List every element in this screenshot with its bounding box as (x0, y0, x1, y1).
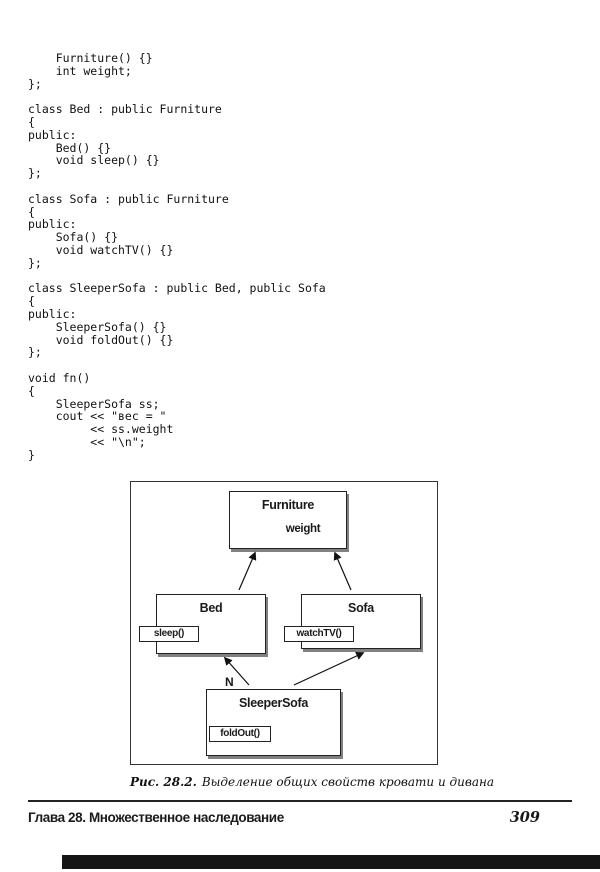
page-footer: Глава 28. Множественное наследование 309 (28, 800, 572, 826)
code-line: << "\n"; (28, 434, 146, 449)
code-line: void watchTV() {} (28, 242, 174, 257)
bed-class-name: Bed (199, 601, 223, 615)
code-line: cout << "вес = " (28, 409, 167, 424)
code-line: }; (28, 76, 42, 91)
code-line: Sofa() {} (28, 230, 119, 245)
arrow-bed-to-furniture (238, 551, 257, 591)
furniture-weight-member: weight (285, 523, 321, 535)
code-line (28, 359, 326, 372)
inheritance-arrows (223, 551, 365, 686)
furniture-class-box: Furniture weight (229, 491, 347, 549)
code-line: { (28, 114, 35, 129)
code-line: Bed() {} (28, 140, 112, 155)
bed-class-box: Bed (156, 594, 266, 654)
code-line: void sleep() {} (28, 153, 160, 168)
figure-caption-text: Выделение общих свойств кровати и дивана (201, 775, 495, 789)
code-line: class Sofa : public Furniture (28, 191, 229, 206)
chapter-title: Глава 28. Множественное наследование (28, 810, 284, 825)
sleepersofa-foldout-method-tag: foldOut() (209, 726, 271, 742)
code-line: }; (28, 166, 42, 181)
code-line: { (28, 294, 35, 309)
code-line: { (28, 383, 35, 398)
code-line: void foldOut() {} (28, 332, 174, 347)
arrow-sofa-to-furniture (333, 551, 352, 591)
code-line: public: (28, 217, 77, 232)
code-line (28, 180, 326, 193)
code-line: class Bed : public Furniture (28, 102, 222, 117)
code-line: }; (28, 255, 42, 270)
bottom-black-bar (62, 855, 600, 869)
code-line: class SleeperSofa : public Bed, public S… (28, 281, 326, 296)
code-line: SleeperSofa() {} (28, 319, 167, 334)
page-number: 309 (509, 809, 540, 826)
code-line: SleeperSofa ss; (28, 396, 160, 411)
figure-28-2: Furniture weight Bed Sofa SleeperSofa sl… (130, 481, 494, 789)
figure-caption: Рис. 28.2. Выделение общих свойств кроват… (130, 775, 494, 789)
class-hierarchy-diagram: Furniture weight Bed Sofa SleeperSofa sl… (130, 481, 438, 765)
sofa-watchtv-method-tag: watchTV() (284, 626, 354, 642)
code-block: Furniture() {} int weight; }; class Bed … (28, 52, 326, 462)
furniture-class-name: Furniture (261, 498, 315, 512)
code-line: << ss.weight (28, 422, 174, 437)
code-line: int weight; (28, 63, 132, 78)
sleepersofa-class-name: SleeperSofa (239, 696, 308, 710)
code-line: Furniture() {} (28, 51, 153, 65)
figure-caption-number: Рис. 28.2. (130, 775, 197, 789)
sleepersofa-class-box: SleeperSofa (206, 689, 341, 756)
code-line: } (28, 447, 35, 462)
sofa-class-name: Sofa (348, 601, 374, 615)
code-line: public: (28, 127, 77, 142)
code-line: void fn() (28, 370, 91, 385)
code-line: public: (28, 306, 77, 321)
arrow-sleepersofa-to-bed (223, 656, 250, 686)
arrow-sleepersofa-to-sofa (293, 652, 365, 686)
code-line: { (28, 204, 35, 219)
code-line: }; (28, 345, 42, 360)
bed-sleep-method-tag: sleep() (139, 626, 199, 642)
n-annotation: N (225, 675, 234, 689)
